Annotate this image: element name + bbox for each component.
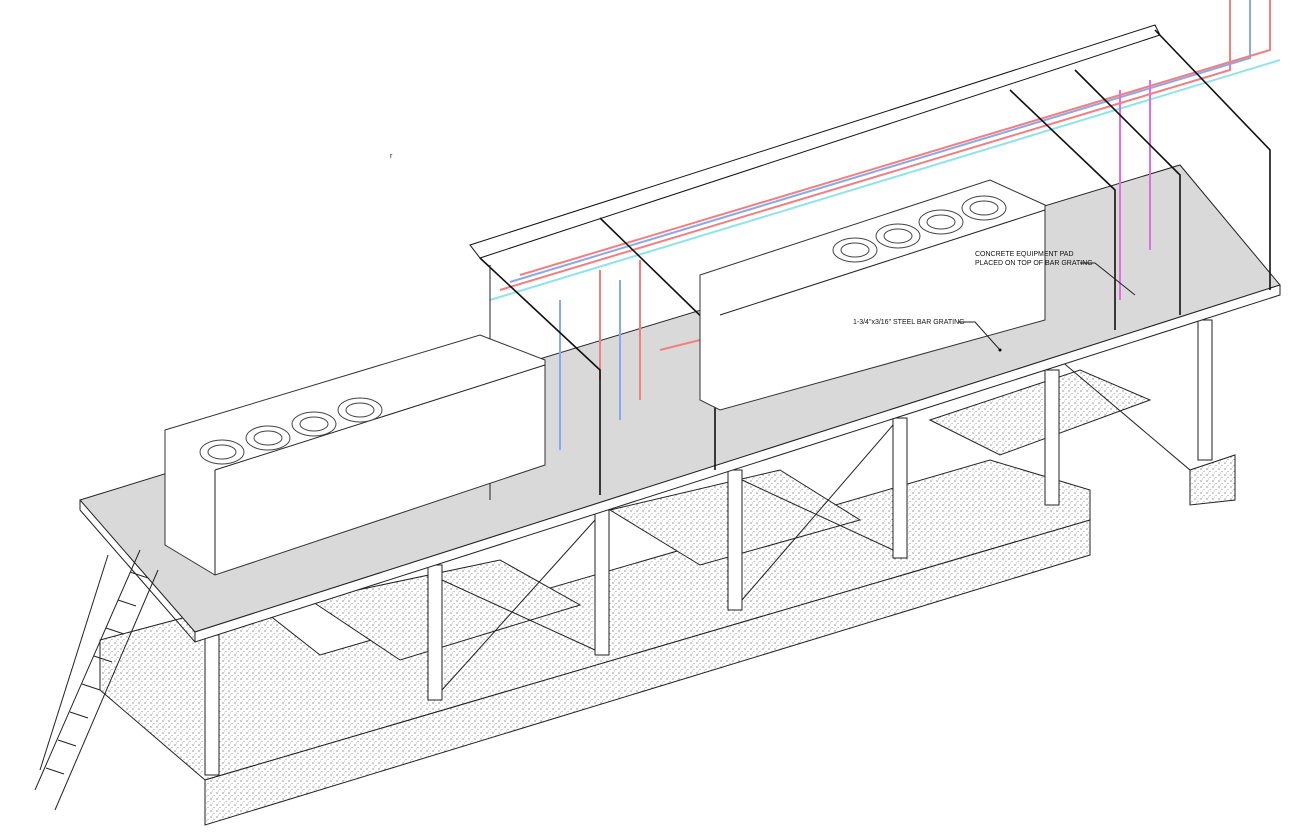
stray-mark: r: [390, 153, 393, 160]
label-concrete-pad-line1: CONCRETE EQUIPMENT PAD: [975, 251, 1074, 258]
piping: [489, 0, 1281, 450]
leader-bar-grating: [958, 321, 1001, 351]
condensing-unit-left: [164, 334, 546, 576]
label-concrete-pad-line2: PLACED ON TOP OF BAR GRATING: [975, 260, 1093, 267]
deck-edge: [194, 284, 1281, 643]
leader-concrete-pad: [1080, 262, 1136, 296]
access-ladder: [34, 549, 159, 811]
enclosure-frame: [469, 24, 1271, 500]
steel-columns: [204, 319, 1213, 776]
label-bar-grating: 1-3/4"x3/16" STEEL BAR GRATING: [853, 319, 965, 326]
cross-bracing: [441, 424, 894, 691]
condensing-unit-right: [699, 179, 1046, 411]
